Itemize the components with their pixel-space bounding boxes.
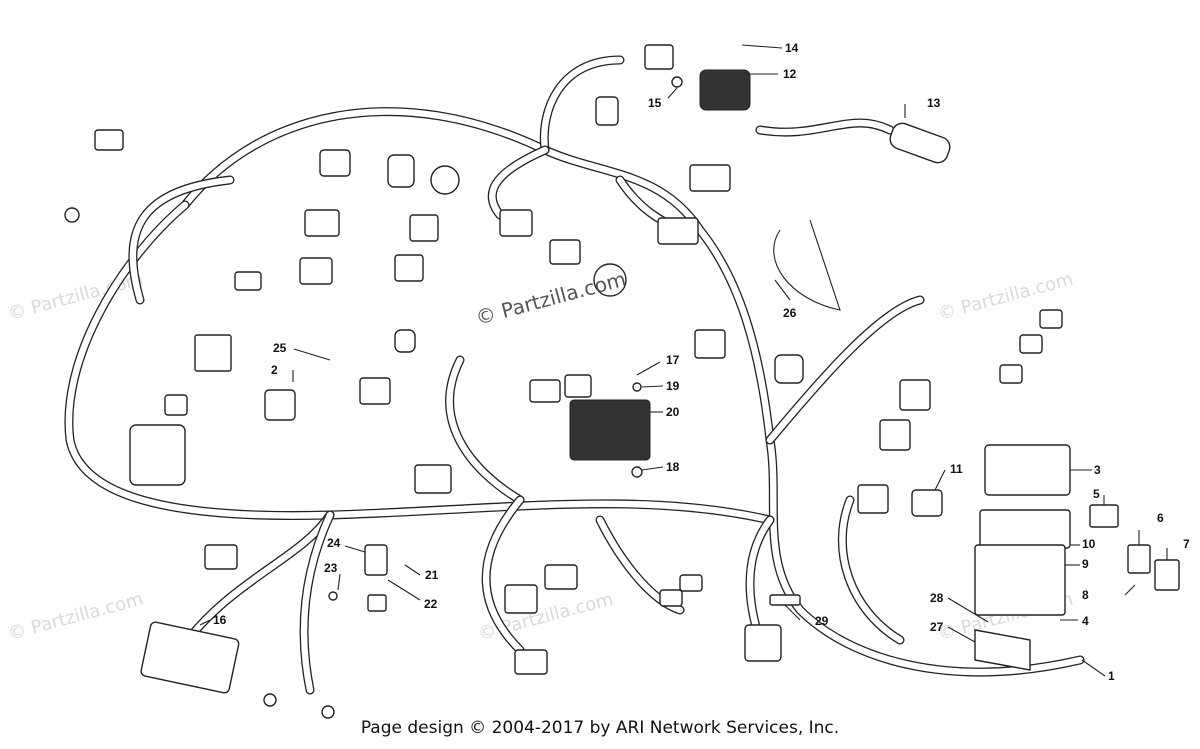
connector-bottom-center-2 xyxy=(544,564,578,590)
fuse-box-cover-3 xyxy=(984,444,1071,496)
ring-terminal-bottom-b xyxy=(321,705,335,719)
gasket-10 xyxy=(979,509,1071,549)
connector-bottom-center-3 xyxy=(514,649,548,675)
relay-7 xyxy=(1154,559,1180,591)
washer-19 xyxy=(632,382,642,392)
connector-25 xyxy=(299,257,333,285)
regulator-20 xyxy=(569,399,651,461)
connector-29-area xyxy=(744,624,782,662)
connector-right-a xyxy=(1039,309,1063,329)
connector-block-left xyxy=(194,334,232,372)
connector-regulator-a xyxy=(529,379,561,403)
connector-center-round xyxy=(593,263,627,297)
connector-right-block-2 xyxy=(879,419,911,451)
callout-20: 20 xyxy=(666,405,680,419)
connector-right-top xyxy=(689,164,731,192)
connector-right-low xyxy=(857,484,889,514)
connector-top xyxy=(644,44,674,70)
bracket-24 xyxy=(364,544,388,576)
callout-27: 27 xyxy=(930,620,944,634)
connector-top-2 xyxy=(595,96,619,126)
callout-28: 28 xyxy=(930,591,944,605)
starter-relay-12 xyxy=(699,69,751,111)
page-footer: Page design © 2004-2017 by ARI Network S… xyxy=(360,718,840,738)
callout-15: 15 xyxy=(648,96,662,110)
harness-connectors xyxy=(64,44,1180,719)
connector-center-left xyxy=(409,214,439,242)
callout-16: 16 xyxy=(213,613,227,627)
connector-sensor-b xyxy=(387,154,415,188)
connector-center-left-2 xyxy=(394,254,424,282)
callout-4: 4 xyxy=(1082,614,1089,628)
callout-13: 13 xyxy=(927,96,941,110)
module-16 xyxy=(140,621,240,694)
connector-right-center xyxy=(694,329,726,359)
connector-center-top xyxy=(499,209,533,237)
bracket-27 xyxy=(974,629,1031,671)
connector-2 xyxy=(264,389,296,421)
connector-sensor-a xyxy=(319,149,351,177)
callout-18: 18 xyxy=(666,460,680,474)
callout-17: 17 xyxy=(666,353,680,367)
callout-25: 25 xyxy=(273,341,287,355)
connector-11 xyxy=(911,489,943,517)
fuse-box-9 xyxy=(974,544,1066,616)
callout-6: 6 xyxy=(1157,511,1164,525)
callout-11: 11 xyxy=(950,462,963,476)
relay-6 xyxy=(1127,544,1151,574)
label-5 xyxy=(1089,504,1119,528)
connector-right-top-2 xyxy=(657,217,699,245)
connector-bottom-right-a xyxy=(679,574,703,592)
cap-right xyxy=(774,354,804,384)
leader-lines xyxy=(199,44,1168,677)
callout-10: 10 xyxy=(1082,537,1096,551)
nut-18 xyxy=(631,466,643,478)
callout-1: 1 xyxy=(1108,669,1115,683)
connector-right-c xyxy=(999,364,1023,384)
cable-tie-26 xyxy=(773,219,841,311)
callout-29: 29 xyxy=(815,614,829,628)
nut-23 xyxy=(328,591,338,601)
connector-bottom-right-b xyxy=(659,589,683,607)
callout-21: 21 xyxy=(425,568,439,582)
connector-right-block xyxy=(899,379,931,411)
watermark-left-bottom: © Partzilla.com xyxy=(6,589,146,645)
callout-5: 5 xyxy=(1093,487,1100,501)
callout-8: 8 xyxy=(1082,588,1089,602)
callout-numbers: 1 2 3 4 5 6 7 8 9 10 11 12 13 14 15 16 1… xyxy=(213,41,1190,683)
connector-regulator-b xyxy=(564,374,592,398)
clip-29 xyxy=(769,594,801,606)
callout-2: 2 xyxy=(271,363,278,377)
cap-center xyxy=(394,329,416,353)
connector-bottom-left xyxy=(204,544,238,570)
callout-12: 12 xyxy=(783,67,797,81)
ring-terminal-bottom-a xyxy=(263,693,277,707)
callout-23: 23 xyxy=(324,561,338,575)
callout-19: 19 xyxy=(666,379,680,393)
connector-center-low xyxy=(359,377,391,405)
connector-sensor-c xyxy=(430,165,460,195)
connector-22 xyxy=(367,594,387,612)
connector-top-left xyxy=(94,129,124,151)
sensor-left xyxy=(129,424,186,486)
connector-top-center xyxy=(304,209,340,237)
connector-right-b xyxy=(1019,334,1043,354)
callout-9: 9 xyxy=(1082,557,1089,571)
connector-center-mid xyxy=(549,239,581,265)
callout-3: 3 xyxy=(1094,463,1101,477)
connector-center-bottom xyxy=(414,464,452,494)
callout-14: 14 xyxy=(785,41,799,55)
callout-24: 24 xyxy=(327,536,341,550)
connector-sensor-left xyxy=(164,394,188,416)
callout-22: 22 xyxy=(424,597,438,611)
nut-15 xyxy=(671,76,683,88)
callout-7: 7 xyxy=(1183,537,1190,551)
watermark-center: © Partzilla.com xyxy=(473,267,628,330)
connector-left-mid xyxy=(234,271,262,291)
connector-13 xyxy=(889,122,951,164)
callout-26: 26 xyxy=(783,306,797,320)
connector-bottom-center xyxy=(504,584,538,614)
ring-terminal-left xyxy=(64,207,80,223)
